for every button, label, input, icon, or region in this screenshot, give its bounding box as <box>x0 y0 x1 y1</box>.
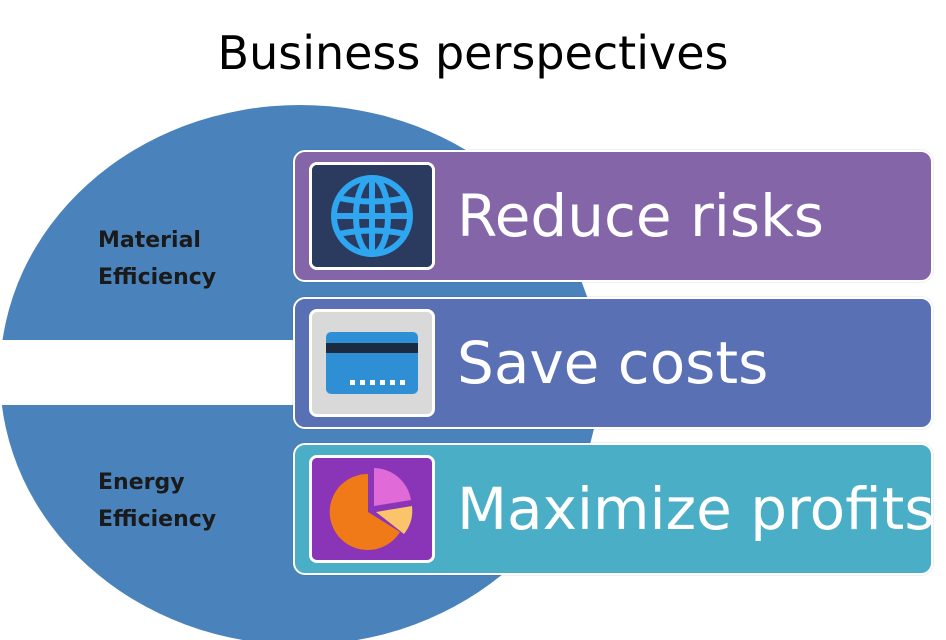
bar-label-reduce-risks: Reduce risks <box>457 182 824 250</box>
bar-label-save-costs: Save costs <box>457 329 769 397</box>
bar-save-costs: Save costs <box>293 297 933 429</box>
globe-icon <box>312 165 432 267</box>
bar-maximize-profits: Maximize profits <box>293 443 935 575</box>
pie-chart-icon-tile <box>309 455 435 563</box>
globe-icon-tile <box>309 162 435 270</box>
bar-label-maximize-profits: Maximize profits <box>457 475 935 543</box>
label-material-efficiency: Material Efficiency <box>98 228 217 290</box>
label-energy-efficiency: Energy Efficiency <box>98 470 217 532</box>
credit-card-icon-tile <box>309 309 435 417</box>
credit-card-icon <box>312 312 432 414</box>
bar-reduce-risks: Reduce risks <box>293 150 933 282</box>
page-title: Business perspectives <box>217 26 729 80</box>
pie-chart-icon <box>312 458 432 560</box>
